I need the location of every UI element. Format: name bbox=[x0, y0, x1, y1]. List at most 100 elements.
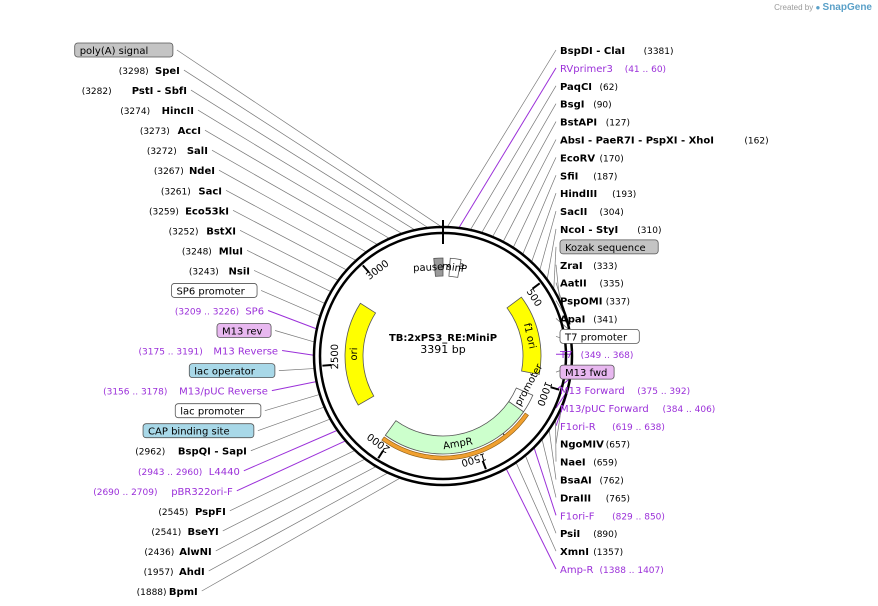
site-name: HindIII bbox=[560, 189, 597, 200]
feature-name: M13 rev bbox=[222, 327, 263, 338]
feature-label[interactable]: lac operator bbox=[188, 363, 276, 378]
enzyme-label[interactable]: NaeI(659) bbox=[560, 458, 617, 469]
feature-name: CAP binding site bbox=[148, 427, 230, 438]
site-name: PspOMI bbox=[560, 297, 602, 308]
site-position: (384 .. 406) bbox=[663, 405, 716, 415]
site-position: (657) bbox=[606, 441, 630, 451]
leader-line bbox=[176, 49, 441, 227]
enzyme-label[interactable]: SpeI(3298) bbox=[119, 66, 180, 77]
enzyme-label[interactable]: BspDI - ClaI(3381) bbox=[560, 46, 674, 57]
enzyme-label[interactable]: Eco53kI(3259) bbox=[149, 206, 229, 217]
site-name: AhdI bbox=[179, 567, 205, 578]
enzyme-label[interactable]: PaqCI(62) bbox=[560, 82, 618, 93]
feature-label[interactable]: Kozak sequence bbox=[559, 239, 659, 255]
primer-label[interactable]: SP6(3209 .. 3226) bbox=[175, 306, 264, 317]
feature-name: lac promoter bbox=[180, 407, 245, 418]
feature-name: lac operator bbox=[194, 367, 255, 378]
enzyme-label[interactable]: DraIII(765) bbox=[560, 493, 630, 504]
enzyme-label[interactable]: NsiI(3243) bbox=[189, 266, 250, 277]
primer-label[interactable]: M13 Forward(375 .. 392) bbox=[560, 386, 690, 397]
enzyme-label[interactable]: NcoI - StyI(310) bbox=[560, 225, 662, 236]
site-name: SalI bbox=[187, 146, 208, 157]
enzyme-label[interactable]: SfiI(187) bbox=[560, 171, 617, 182]
leader-line bbox=[278, 368, 314, 371]
scale-tick-label: 1000 bbox=[534, 380, 553, 408]
site-position: (127) bbox=[606, 119, 630, 129]
scale-tick-mark bbox=[322, 363, 332, 367]
leader-line bbox=[204, 129, 389, 239]
primer-label[interactable]: Amp-R(1388 .. 1407) bbox=[560, 565, 664, 576]
feature-label[interactable]: T7 promoter bbox=[559, 328, 640, 344]
feature-label[interactable]: M13 rev bbox=[216, 323, 272, 338]
site-position: (765) bbox=[606, 494, 630, 504]
site-position: (349 .. 368) bbox=[581, 351, 634, 361]
enzyme-label[interactable]: AbsI - PaeR7I - PspXI - XhoI(162) bbox=[560, 135, 769, 146]
enzyme-label[interactable]: NdeI(3267) bbox=[154, 166, 215, 177]
enzyme-label[interactable]: BsgI(90) bbox=[560, 100, 612, 111]
site-position: (375 .. 392) bbox=[637, 387, 690, 397]
enzyme-label[interactable]: AhdI(1957) bbox=[144, 567, 205, 578]
leader-line bbox=[225, 189, 356, 261]
feature-label[interactable]: CAP binding site bbox=[142, 423, 255, 439]
enzyme-label[interactable]: AccI(3273) bbox=[140, 126, 201, 137]
leader-line bbox=[492, 121, 557, 237]
site-name: BsgI bbox=[560, 100, 584, 111]
primer-label[interactable]: pBR322ori-F(2690 .. 2709) bbox=[93, 487, 233, 498]
feature-label[interactable]: lac promoter bbox=[174, 403, 262, 419]
credit-prefix: Created by bbox=[774, 3, 814, 12]
feature-label[interactable]: SP6 promoter bbox=[171, 283, 258, 298]
enzyme-label[interactable]: AatII(335) bbox=[560, 279, 624, 290]
site-name: AatII bbox=[560, 279, 587, 290]
enzyme-label[interactable]: ApaI(341) bbox=[560, 314, 617, 325]
enzyme-label[interactable]: SacI(3261) bbox=[161, 186, 222, 197]
enzyme-label[interactable]: EcoRV (170) bbox=[560, 153, 624, 164]
leader-line bbox=[201, 478, 400, 592]
primer-label[interactable]: T7(349 .. 368) bbox=[559, 350, 633, 361]
feature-label: AmpR bbox=[442, 436, 473, 452]
site-position: (170) bbox=[600, 154, 624, 164]
site-position: (3248) bbox=[182, 247, 212, 257]
site-name: BspDI - ClaI bbox=[560, 46, 625, 57]
enzyme-label[interactable]: NgoMIV(657) bbox=[560, 440, 630, 451]
leader-line bbox=[555, 282, 565, 309]
site-name: PsiI bbox=[560, 529, 580, 540]
enzyme-label[interactable]: BpmI(1888) bbox=[137, 587, 198, 598]
primer-label[interactable]: M13/pUC Reverse(3156 .. 3178) bbox=[103, 387, 268, 398]
leader-line bbox=[243, 430, 337, 472]
enzyme-label[interactable]: SacII(304) bbox=[560, 207, 624, 218]
primer-label[interactable]: F1ori-R(619 .. 638) bbox=[560, 422, 665, 433]
enzyme-label[interactable]: AlwNI(2436) bbox=[144, 547, 211, 558]
site-position: (3156 .. 3178) bbox=[103, 388, 167, 398]
primer-label[interactable]: M13 Reverse(3175 .. 3191) bbox=[139, 347, 279, 358]
enzyme-label[interactable]: BstXI(3252) bbox=[169, 226, 236, 237]
site-position: (3267) bbox=[154, 167, 184, 177]
enzyme-label[interactable]: ZraI(333) bbox=[560, 261, 617, 272]
enzyme-label[interactable]: SalI(3272) bbox=[147, 146, 208, 157]
feature-label[interactable]: poly(A) signal bbox=[74, 42, 174, 58]
enzyme-label[interactable]: XmnI(1357) bbox=[560, 547, 623, 558]
site-name: EcoRV bbox=[560, 153, 595, 164]
enzyme-label[interactable]: BspQI - SapI(2962) bbox=[135, 447, 247, 458]
primer-label[interactable]: M13/pUC Forward(384 .. 406) bbox=[560, 404, 715, 415]
site-position: (3274) bbox=[120, 107, 150, 117]
enzyme-label[interactable]: BstAPI (127) bbox=[560, 118, 630, 129]
enzyme-label[interactable]: MluI(3248) bbox=[182, 246, 243, 257]
primer-label[interactable]: RVprimer3(41 .. 60) bbox=[560, 64, 666, 75]
leader-line bbox=[271, 381, 316, 392]
enzyme-label[interactable]: PspOMI(337) bbox=[560, 297, 630, 308]
site-name: HincII bbox=[162, 106, 194, 117]
site-name: BstAPI bbox=[560, 118, 597, 129]
enzyme-label[interactable]: HindIII(193) bbox=[560, 189, 636, 200]
feature-label[interactable]: M13 fwd bbox=[559, 364, 615, 380]
enzyme-label[interactable]: PspFI(2545) bbox=[158, 507, 225, 518]
enzyme-label[interactable]: PsiI(890) bbox=[560, 529, 617, 540]
enzyme-label[interactable]: BsaAI(762) bbox=[560, 476, 624, 487]
primer-label[interactable]: F1ori-F(829 .. 850) bbox=[560, 511, 665, 522]
enzyme-label[interactable]: HincII (3274) bbox=[120, 106, 194, 117]
site-position: (62) bbox=[600, 83, 618, 93]
enzyme-label[interactable]: BseYI(2541) bbox=[151, 527, 218, 538]
primer-label[interactable]: L4440(2943 .. 2960) bbox=[138, 467, 240, 478]
enzyme-label[interactable]: PstI - SbfI(3282) bbox=[82, 86, 187, 97]
